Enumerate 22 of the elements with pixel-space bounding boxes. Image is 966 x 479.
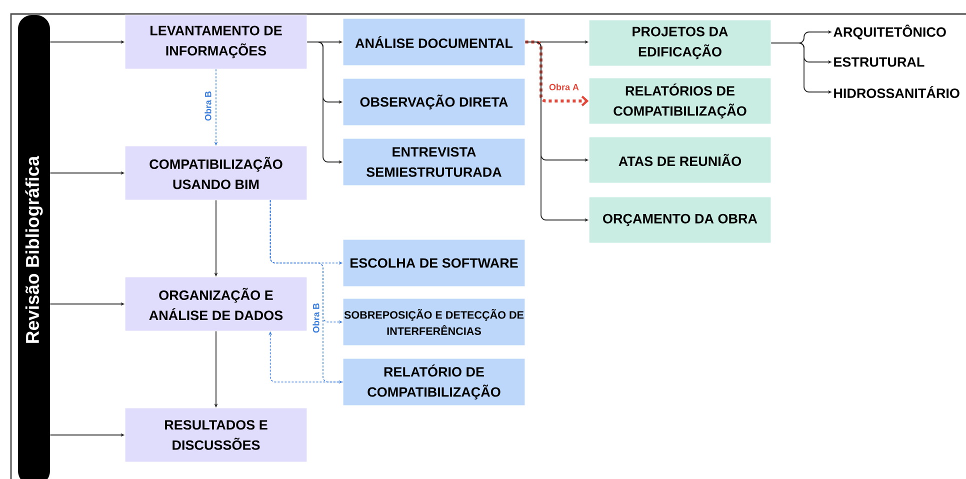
process-box: LEVANTAMENTO DE INFORMAÇÕES xyxy=(124,14,308,70)
process-box: PROJETOS DA EDIFICAÇÃO xyxy=(588,20,772,66)
edge-label: Obra A xyxy=(548,82,580,92)
process-box: ANÁLISE DOCUMENTAL xyxy=(342,18,526,66)
edge-label: Obra B xyxy=(312,302,320,334)
item-text: ESTRUTURAL xyxy=(834,57,924,67)
edge-label: Obra B xyxy=(204,90,212,122)
process-box: ESCOLHA DE SOFTWARE xyxy=(342,239,526,287)
process-box: ATAS DE REUNIÃO xyxy=(588,136,772,184)
process-box: ORGANIZAÇÃO E ANÁLISE DE DADOS xyxy=(124,276,308,332)
process-box: COMPATIBILIZAÇÃO USANDO BIM xyxy=(124,146,308,200)
process-box: RELATÓRIOS DE COMPATIBILIZAÇÃO xyxy=(588,78,772,124)
process-box: OBSERVAÇÃO DIRETA xyxy=(342,78,526,126)
item-text: HIDROSSANITÁRIO xyxy=(834,86,960,98)
process-box: RESULTADOS E DISCUSSÕES xyxy=(124,408,308,462)
item-text: ARQUITETÔNICO xyxy=(834,24,946,40)
process-box: SOBREPOSIÇÃO E DETECÇÃO DE INTERFERÊNCIAS xyxy=(342,298,526,346)
vertical-bar: Revisão Bibliográfica xyxy=(18,15,50,479)
process-box: ORÇAMENTO DA OBRA xyxy=(588,196,772,244)
arrow xyxy=(525,40,589,106)
process-box: ENTREVISTA SEMIESTRUTURADA xyxy=(342,138,526,186)
process-box: RELATÓRIO DE COMPATIBILIZAÇÃO xyxy=(342,358,526,406)
